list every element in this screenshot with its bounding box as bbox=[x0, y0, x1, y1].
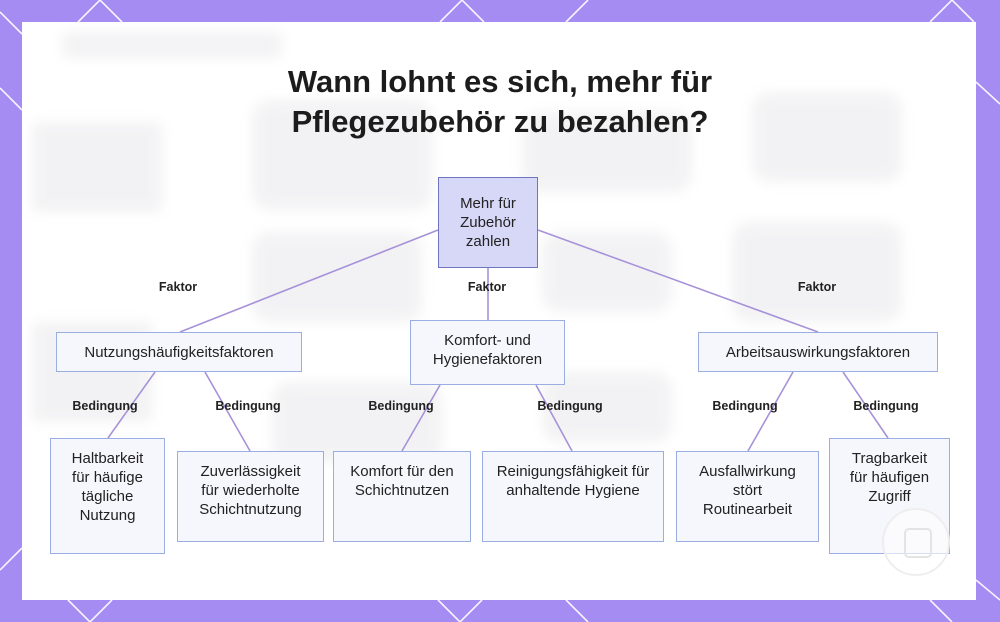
factor-node: Nutzungshäufigkeitsfaktoren bbox=[56, 332, 302, 372]
edge-label-faktor: Faktor bbox=[468, 280, 506, 294]
condition-node-label: Komfort für den Schichtnutzen bbox=[347, 462, 457, 500]
edge-label-bedingung: Bedingung bbox=[712, 399, 777, 413]
edge-label-faktor: Faktor bbox=[159, 280, 197, 294]
title-text: Wann lohnt es sich, mehr für Pflegezubeh… bbox=[270, 62, 730, 142]
edge-label-bedingung: Bedingung bbox=[72, 399, 137, 413]
badge-icon bbox=[904, 528, 932, 558]
condition-node: Haltbarkeit für häufige tägliche Nutzung bbox=[50, 438, 165, 554]
condition-node: Komfort für den Schichtnutzen bbox=[333, 451, 471, 542]
condition-node: Reinigungsfähigkeit für anhaltende Hygie… bbox=[482, 451, 664, 542]
condition-node-label: Tragbarkeit für häufigen Zugriff bbox=[845, 449, 935, 506]
edge-label-bedingung: Bedingung bbox=[215, 399, 280, 413]
factor-node-label: Arbeitsauswirkungsfaktoren bbox=[726, 343, 910, 362]
condition-node-label: Zuverlässigkeit für wiederholte Schichtn… bbox=[191, 462, 311, 519]
root-node-label: Mehr für Zubehör zahlen bbox=[448, 194, 528, 251]
diagram-title: Wann lohnt es sich, mehr für Pflegezubeh… bbox=[0, 62, 1000, 142]
root-node: Mehr für Zubehör zahlen bbox=[438, 177, 538, 268]
condition-node-label: Ausfallwirkung stört Routinearbeit bbox=[688, 462, 808, 519]
factor-node-label: Komfort- und Hygienefaktoren bbox=[428, 331, 548, 369]
condition-node-label: Reinigungsfähigkeit für anhaltende Hygie… bbox=[493, 462, 653, 500]
edge-label-faktor: Faktor bbox=[798, 280, 836, 294]
factor-node-label: Nutzungshäufigkeitsfaktoren bbox=[84, 343, 273, 362]
edge-label-bedingung: Bedingung bbox=[368, 399, 433, 413]
condition-node: Zuverlässigkeit für wiederholte Schichtn… bbox=[177, 451, 324, 542]
factor-node: Komfort- und Hygienefaktoren bbox=[410, 320, 565, 385]
watermark-badge bbox=[882, 508, 950, 576]
condition-node-label: Haltbarkeit für häufige tägliche Nutzung bbox=[63, 449, 153, 525]
factor-node: Arbeitsauswirkungsfaktoren bbox=[698, 332, 938, 372]
condition-node: Ausfallwirkung stört Routinearbeit bbox=[676, 451, 819, 542]
edge-label-bedingung: Bedingung bbox=[537, 399, 602, 413]
edge-label-bedingung: Bedingung bbox=[853, 399, 918, 413]
